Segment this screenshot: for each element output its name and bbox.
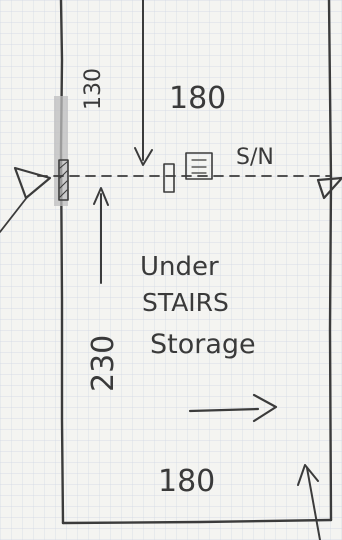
wall-block-mid: [163, 163, 175, 193]
room-name-line-2: STAIRS: [142, 288, 229, 317]
room-name-line-1: Under: [140, 252, 219, 282]
section-marker-left: [13, 166, 52, 200]
lower-height-label: 230: [86, 335, 121, 392]
wall-block-left: [58, 159, 69, 201]
section-marker-left-tail: [0, 195, 29, 233]
bottom-wall: [61, 518, 333, 525]
section-marker-right: [316, 176, 342, 200]
bottom-width-label: 180: [158, 464, 215, 499]
direction-arrow: [188, 393, 278, 423]
corner-arrow: [297, 464, 321, 540]
upper-height-label: 130: [81, 68, 106, 110]
dimension-arrow-top: [134, 0, 153, 166]
top-width-label: 180: [169, 81, 226, 116]
left-wall: [59, 0, 65, 525]
dimension-arrow-lower: [93, 187, 109, 284]
wall-shading: [54, 96, 68, 206]
room-name-line-3: Storage: [150, 329, 256, 360]
service-box-inner: [191, 159, 207, 174]
service-note-label: S/N: [236, 145, 274, 170]
wall-block-left-hatch: [59, 161, 68, 198]
service-box: [185, 152, 213, 180]
